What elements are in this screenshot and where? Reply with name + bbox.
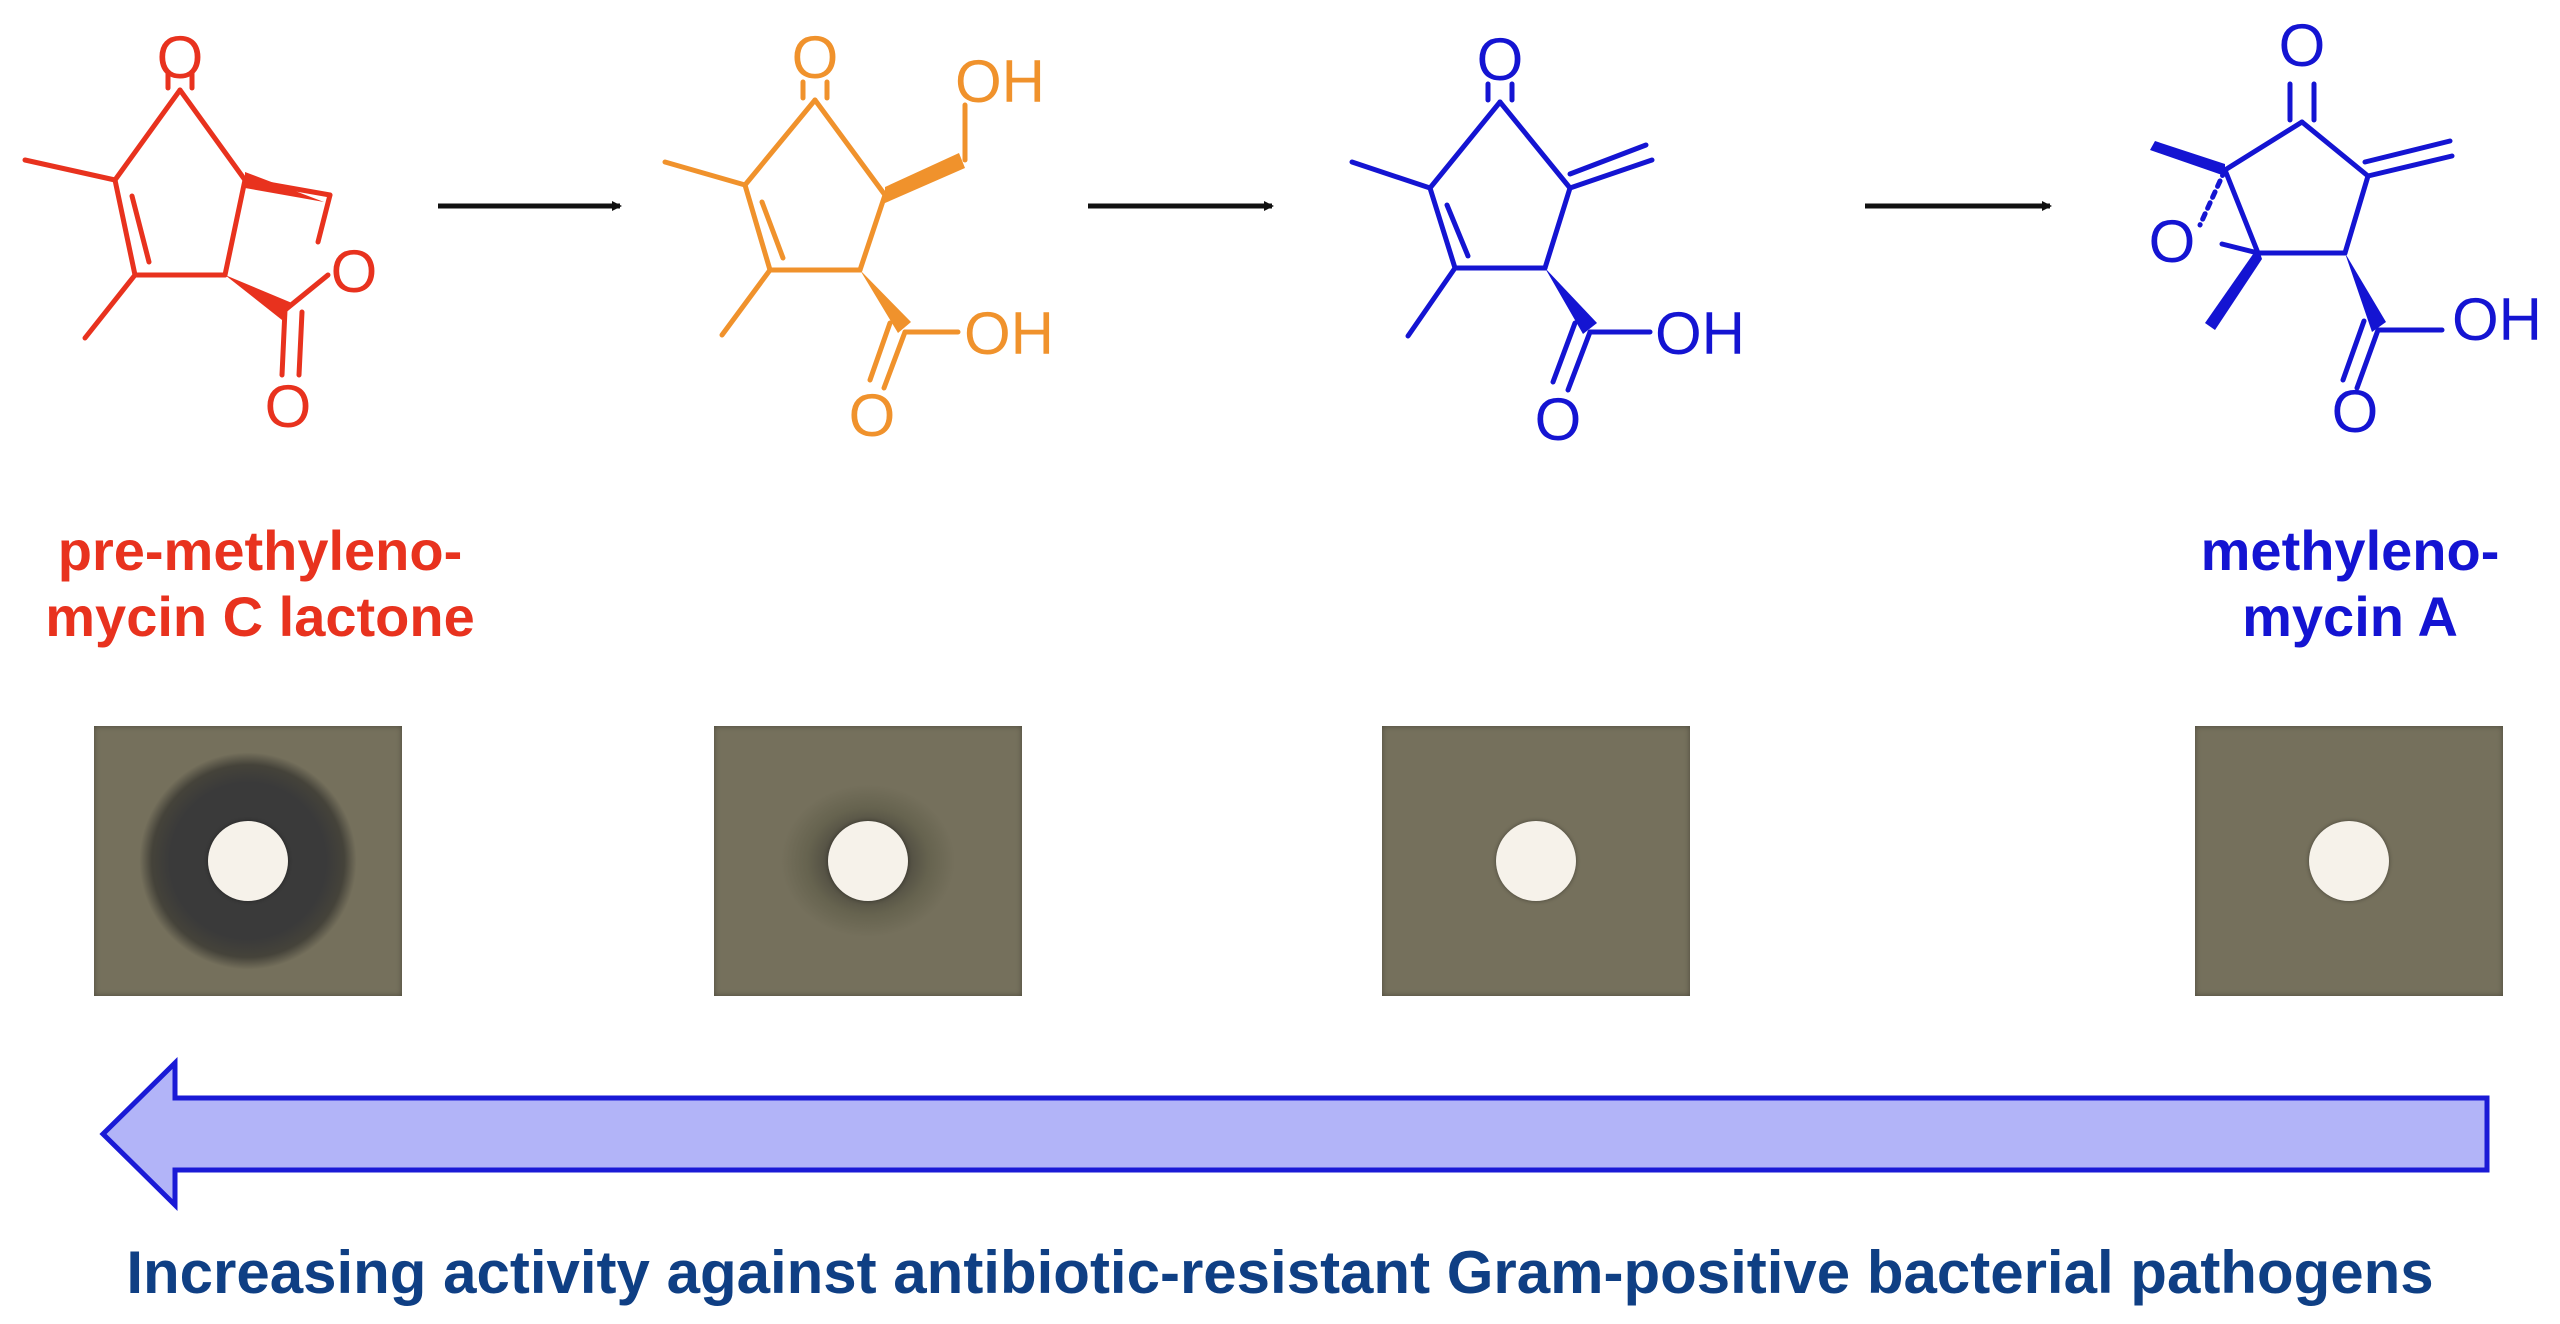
bioassay-plate xyxy=(714,726,1022,996)
oxygen-label: O xyxy=(849,382,896,449)
hydroxyl-label: OH xyxy=(2452,286,2542,353)
bioassay-plate xyxy=(94,726,402,996)
structure-pre-methylenomycin-c-lactone: O O O xyxy=(22,24,378,440)
bioassay-plate xyxy=(1382,726,1690,996)
oxygen-label: O xyxy=(2279,12,2326,79)
oxygen-label: O xyxy=(792,24,839,91)
hydroxyl-label: OH xyxy=(1655,300,1745,367)
structure-methylene-acid-intermediate: O OH O xyxy=(1349,26,1745,453)
oxygen-label: O xyxy=(265,373,312,440)
compound-label-line: mycin A xyxy=(2242,585,2458,648)
compound-label-line: pre-methyleno- xyxy=(57,519,463,582)
oxygen-label: O xyxy=(157,24,204,91)
oxygen-label: O xyxy=(331,238,378,305)
antibiotic-disc xyxy=(828,821,908,901)
activity-direction-arrow xyxy=(99,1057,2490,1211)
compound-label-line: methyleno- xyxy=(2200,519,2500,582)
oxygen-label: O xyxy=(2332,378,2379,445)
antibiotic-disc xyxy=(1496,821,1576,901)
antibiotic-disc xyxy=(2309,821,2389,901)
bioassay-plate xyxy=(2195,726,2503,996)
antibiotic-disc xyxy=(208,821,288,901)
structure-hydroxymethyl-acid-intermediate: O OH OH O xyxy=(662,24,1054,449)
epoxide-oxygen-label: O xyxy=(2149,208,2196,275)
structure-methylenomycin-a: O O OH O xyxy=(2149,12,2542,445)
compound-label-pre-methylenomycin-c-lactone: pre-methyleno- mycin C lactone xyxy=(0,518,520,650)
oxygen-label: O xyxy=(1477,26,1524,93)
compound-label-methylenomycin-a: methyleno- mycin A xyxy=(2140,518,2560,650)
oxygen-label: O xyxy=(1535,386,1582,453)
activity-caption: Increasing activity against antibiotic-r… xyxy=(126,1239,2434,1306)
compound-label-line: mycin C lactone xyxy=(45,585,475,648)
hydroxyl-label: OH xyxy=(955,48,1045,115)
hydroxyl-label: OH xyxy=(964,300,1054,367)
